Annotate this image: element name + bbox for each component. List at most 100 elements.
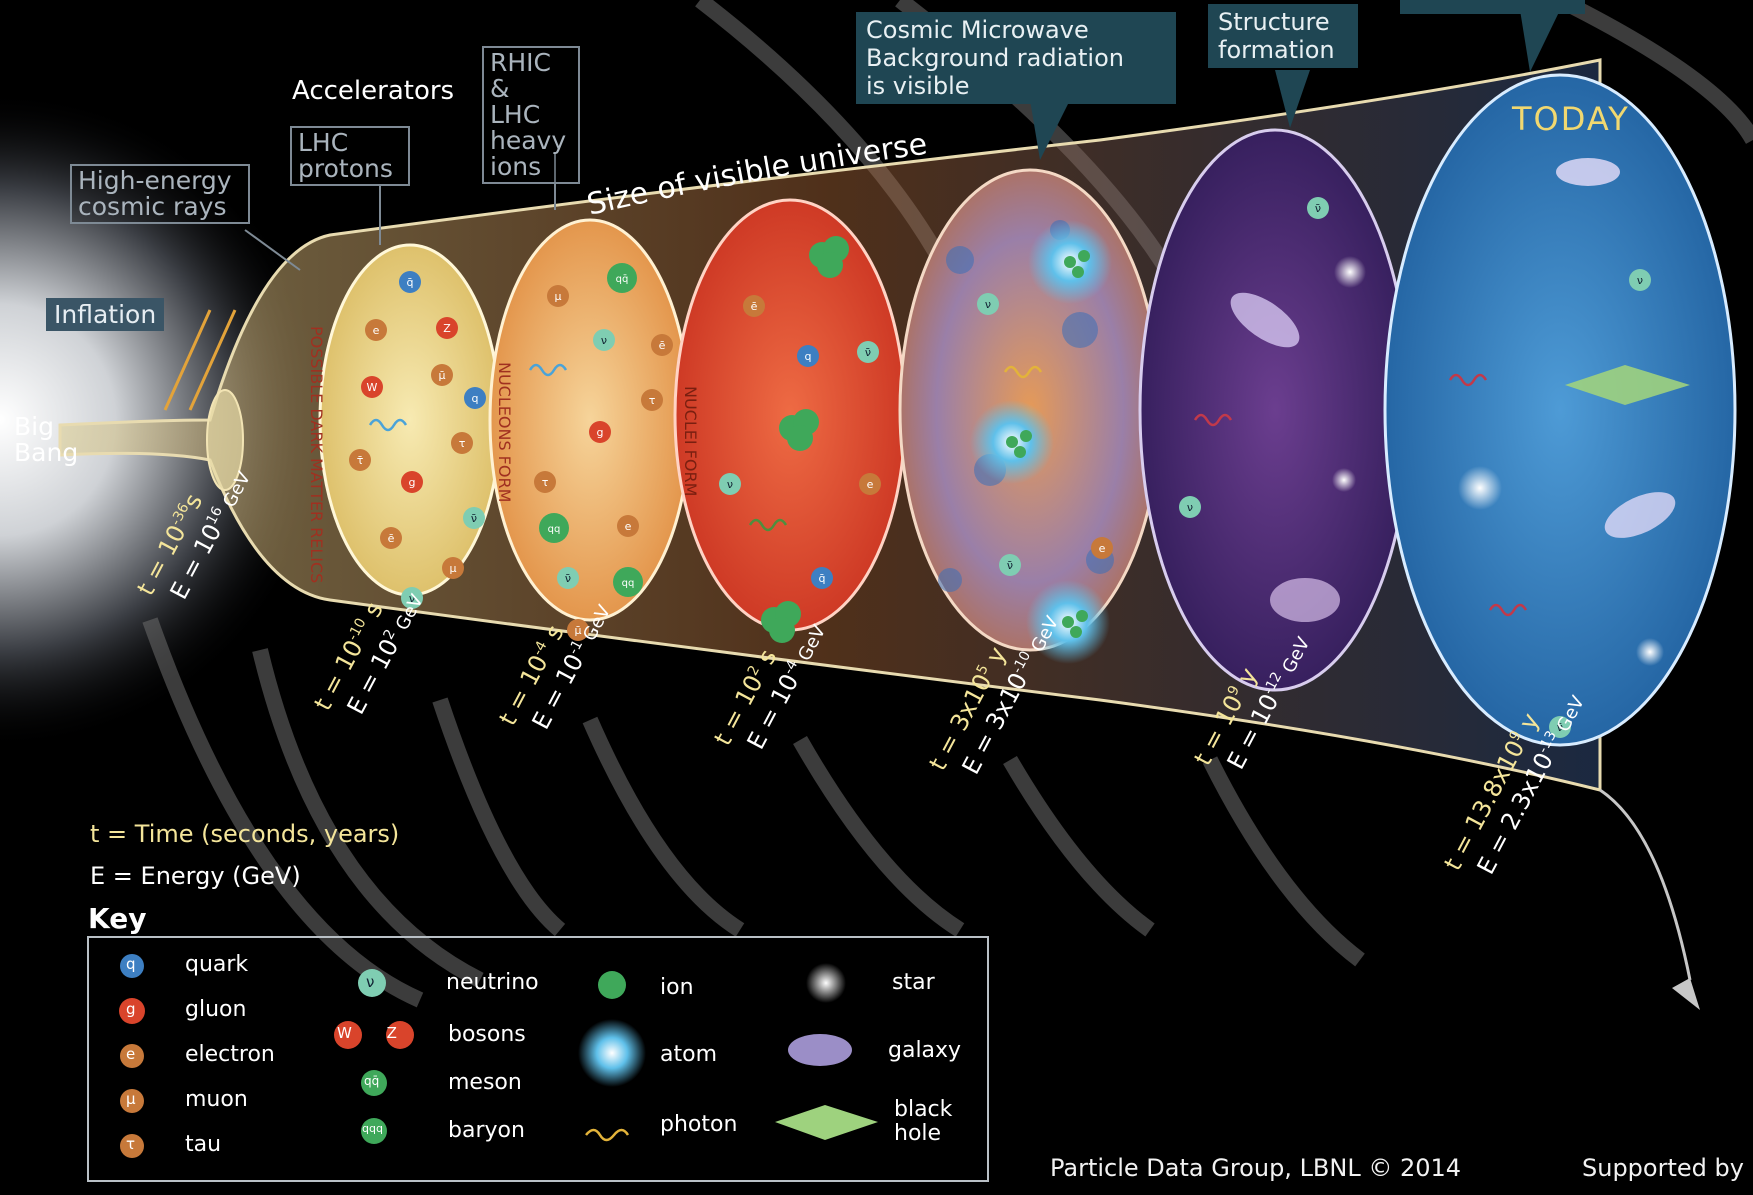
key-meson-symbol: qq̄	[364, 1074, 380, 1088]
photon	[748, 518, 788, 532]
particle-symbol: μ̄	[439, 369, 446, 382]
time-exponent: 9	[1224, 682, 1244, 699]
photon	[1193, 413, 1233, 427]
particle-e	[365, 319, 387, 341]
particle-symbol: e	[867, 478, 874, 491]
particle-symbol: W	[367, 381, 378, 394]
time-arc	[252, 648, 484, 988]
inflation-label: Inflation	[46, 298, 165, 331]
particle-symbol: τ	[542, 476, 549, 489]
photon	[1448, 373, 1488, 387]
particle-ebar	[651, 334, 673, 356]
key-muon-symbol: μ	[126, 1090, 136, 1108]
particle-q	[464, 387, 486, 409]
big-bang-label: Big Bang	[14, 414, 78, 466]
lhc-line-2: protons	[298, 154, 393, 183]
time-exponent: 5	[973, 661, 992, 678]
structure-callout-tail	[1275, 70, 1310, 128]
key-tau-icon	[120, 1134, 144, 1158]
particle-qbar	[811, 567, 833, 589]
key-bosons-symbol: W Z	[337, 1024, 397, 1042]
cosmic-line-2: cosmic rays	[78, 192, 227, 221]
particle-nu	[977, 293, 999, 315]
time-exponent: 2	[744, 662, 764, 679]
key-electron-icon	[120, 1044, 144, 1068]
key-quark-label: quark	[185, 952, 249, 977]
particle-symbol: e	[1099, 542, 1106, 555]
particle-nubar	[463, 507, 485, 529]
rhic-line-2: LHC	[490, 100, 541, 129]
particle-ebar	[743, 295, 765, 317]
particle-mubar	[567, 619, 589, 641]
particle-q	[797, 345, 819, 367]
key-quark-symbol: q	[126, 955, 136, 973]
particle-symbol: qq̄	[616, 274, 629, 285]
particle-symbol: ν	[409, 592, 415, 605]
time-exponent: -36	[167, 500, 193, 529]
particle-symbol: ν	[985, 298, 991, 311]
particle-nubar	[1549, 716, 1571, 738]
particle-symbol: Z	[443, 322, 451, 335]
time-exponent: -4	[529, 638, 551, 659]
particle-baryon	[613, 567, 643, 597]
key-ion-label: ion	[660, 975, 694, 1000]
key-gluon-icon	[119, 998, 145, 1024]
key-frame	[87, 936, 989, 1182]
particle-symbol: q̄	[819, 572, 826, 585]
top-callout	[1400, 0, 1585, 14]
key-icons	[119, 954, 878, 1158]
key-ion-icon	[598, 971, 626, 999]
time-arc	[1556, 0, 1753, 145]
star	[1332, 468, 1356, 492]
particle-tau	[451, 432, 473, 454]
key-neutrino-label: neutrino	[446, 970, 539, 995]
time-legend: t = Time (seconds, years)	[90, 820, 400, 848]
particle-symbol: ν	[1637, 274, 1643, 287]
time-arc	[432, 697, 566, 937]
particle-symbol: ν	[601, 334, 607, 347]
particle-nu	[1629, 269, 1651, 291]
epoch-today	[1383, 73, 1737, 747]
epoch-name-dark-matter: POSSIBLE DARK MATTER RELICS	[307, 326, 326, 584]
key-tau-symbol: τ	[126, 1135, 136, 1153]
ion	[1072, 266, 1084, 278]
cosmic-line-1: High-energy	[78, 166, 232, 195]
key-galaxy-label: galaxy	[888, 1038, 962, 1063]
particle-symbol: ē	[659, 339, 666, 352]
particle-symbol: qq	[548, 524, 561, 535]
cosmic-rays-pointer	[244, 229, 301, 271]
particle-nu	[719, 473, 741, 495]
particle-z	[436, 317, 458, 339]
galaxy	[1230, 292, 1300, 348]
photon	[1488, 603, 1528, 617]
key-electron-label: electron	[185, 1042, 275, 1067]
particle-symbol: q	[805, 350, 812, 363]
inflation-epoch	[206, 389, 244, 491]
rhic-line-4: ions	[490, 152, 542, 181]
key-meson-label: meson	[448, 1070, 522, 1095]
particle-symbol: e	[373, 324, 380, 337]
ion	[817, 252, 843, 278]
particle-w	[361, 376, 383, 398]
structure-callout: Structure formation	[1208, 4, 1358, 68]
particle-meson	[607, 263, 637, 293]
big-bang-line-2: Bang	[14, 438, 79, 467]
particle-symbol: g	[597, 426, 604, 439]
particle-mubar	[431, 364, 453, 386]
particle-symbol: ν̄	[565, 572, 571, 585]
key-quark-icon	[120, 954, 144, 978]
particle-tau	[534, 471, 556, 493]
particle-e	[1091, 537, 1113, 559]
particle-g	[401, 471, 423, 493]
time-arc	[1202, 756, 1365, 967]
particle-symbol: ē	[388, 532, 395, 545]
epoch-name-nucleons: NUCLEONS FORM	[495, 362, 514, 503]
key-meson-icon	[361, 1070, 387, 1096]
cmb-line-1: Cosmic Microwave	[866, 16, 1089, 44]
key-tau-label: tau	[185, 1132, 222, 1157]
energy-legend: E = Energy (GeV)	[90, 862, 301, 890]
star	[1334, 256, 1366, 288]
galaxies	[1230, 158, 1676, 622]
particle-nu	[401, 587, 423, 609]
